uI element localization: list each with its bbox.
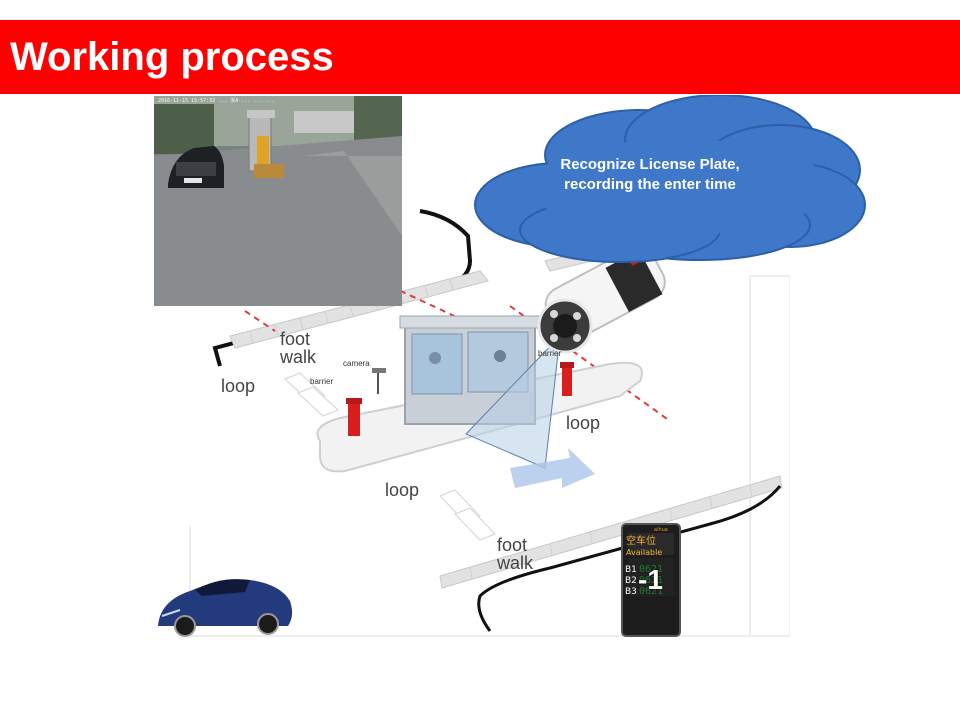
road-edge-bottom [477, 485, 782, 632]
label-foot-walk-top: foot walk [280, 329, 317, 367]
sign-row-b2: B2 [625, 576, 637, 586]
label-camera: camera [343, 359, 370, 368]
label-loop-bottom: loop [385, 480, 420, 500]
direction-arrow [510, 448, 595, 488]
sign-level: -1 [638, 564, 663, 595]
sign-row-b1: B1 [625, 565, 637, 575]
label-barrier-right: barrier [538, 349, 562, 358]
lpr-camera-icon [537, 246, 666, 354]
callout-text: Recognize License Plate, recording the e… [500, 155, 800, 195]
snapshot-osd-text: 2016-11-15 15:57:32 ... 浙A·... ... ... [158, 98, 275, 104]
sign-brand: alhua [654, 527, 668, 533]
label-foot-walk-bottom: foot walk [497, 535, 534, 573]
sign-available: Available [626, 548, 663, 557]
label-barrier-left: barrier [310, 377, 334, 386]
sign-row-b3: B3 [625, 587, 637, 597]
sign-digits-b1: 0621 [639, 564, 664, 575]
curb-lower [439, 475, 783, 589]
snapshot-car [168, 146, 224, 188]
sign-digits-b2: 0621 [639, 575, 664, 586]
car-icon [158, 579, 293, 637]
camera-snapshot-photo: 2016-11-15 15:57:32 ... 浙A·... ... ... [154, 96, 402, 306]
barrier-right-gate [562, 366, 572, 396]
camera-detection-beam [465, 334, 561, 469]
snapshot-scene [154, 96, 402, 306]
callout-cloud [474, 95, 866, 263]
sign-digits-b3: 0621 [639, 586, 664, 597]
footwalk-stripes-top [284, 372, 339, 417]
label-loop-right: loop [566, 413, 601, 433]
footwalk-stripes-bottom [439, 489, 496, 541]
callout-line-1: Recognize License Plate, [560, 156, 740, 173]
title-bar: Working process [0, 20, 960, 94]
barrier-left-gate [348, 401, 360, 436]
page-title: Working process [10, 35, 334, 79]
parking-guidance-display-icon [621, 523, 681, 637]
callout-line-2: recording the enter time [564, 176, 736, 193]
label-loop-left: loop [221, 376, 256, 396]
sign-heading: 空车位 [626, 536, 656, 547]
